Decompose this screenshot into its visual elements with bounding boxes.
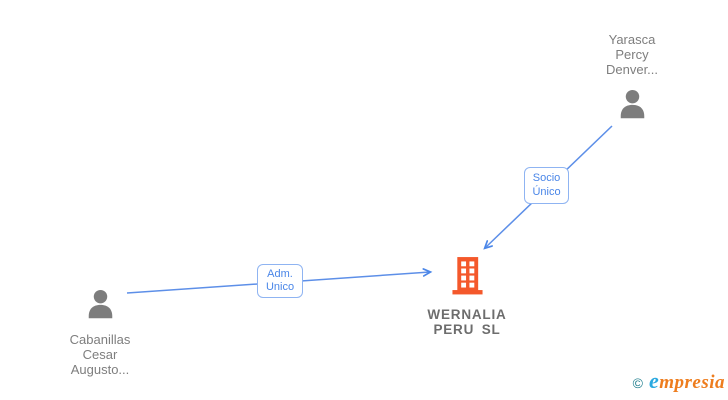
brand-rest: mpresia [659, 372, 725, 393]
node-person-yarasca[interactable]: Yarasca Percy Denver... [597, 32, 667, 124]
edge-label-adm-unico-text: Adm. Unico [265, 267, 295, 294]
company-name: WERNALIA PERU SL [427, 307, 507, 337]
brand-wordmark: empresia [649, 368, 725, 394]
person-icon [618, 89, 647, 124]
person-name: Yarasca Percy Denver... [605, 32, 659, 77]
brand-initial: e [648, 368, 660, 393]
empresia-brand-link[interactable]: © empresia [633, 368, 725, 394]
copyright-icon: © [632, 375, 643, 391]
person-icon [86, 289, 115, 324]
edge-label-socio-unico: Socio Único [524, 167, 569, 204]
edge-label-socio-unico-text: Socio Único [532, 172, 561, 198]
node-person-cabanillas[interactable]: Cabanillas Cesar Augusto... [65, 289, 135, 377]
building-icon [451, 256, 484, 300]
edge-label-adm-unico: Adm. Unico [257, 264, 303, 298]
node-company-wernalia[interactable]: WERNALIA PERU SL [417, 256, 517, 337]
person-name: Cabanillas Cesar Augusto... [69, 332, 131, 377]
